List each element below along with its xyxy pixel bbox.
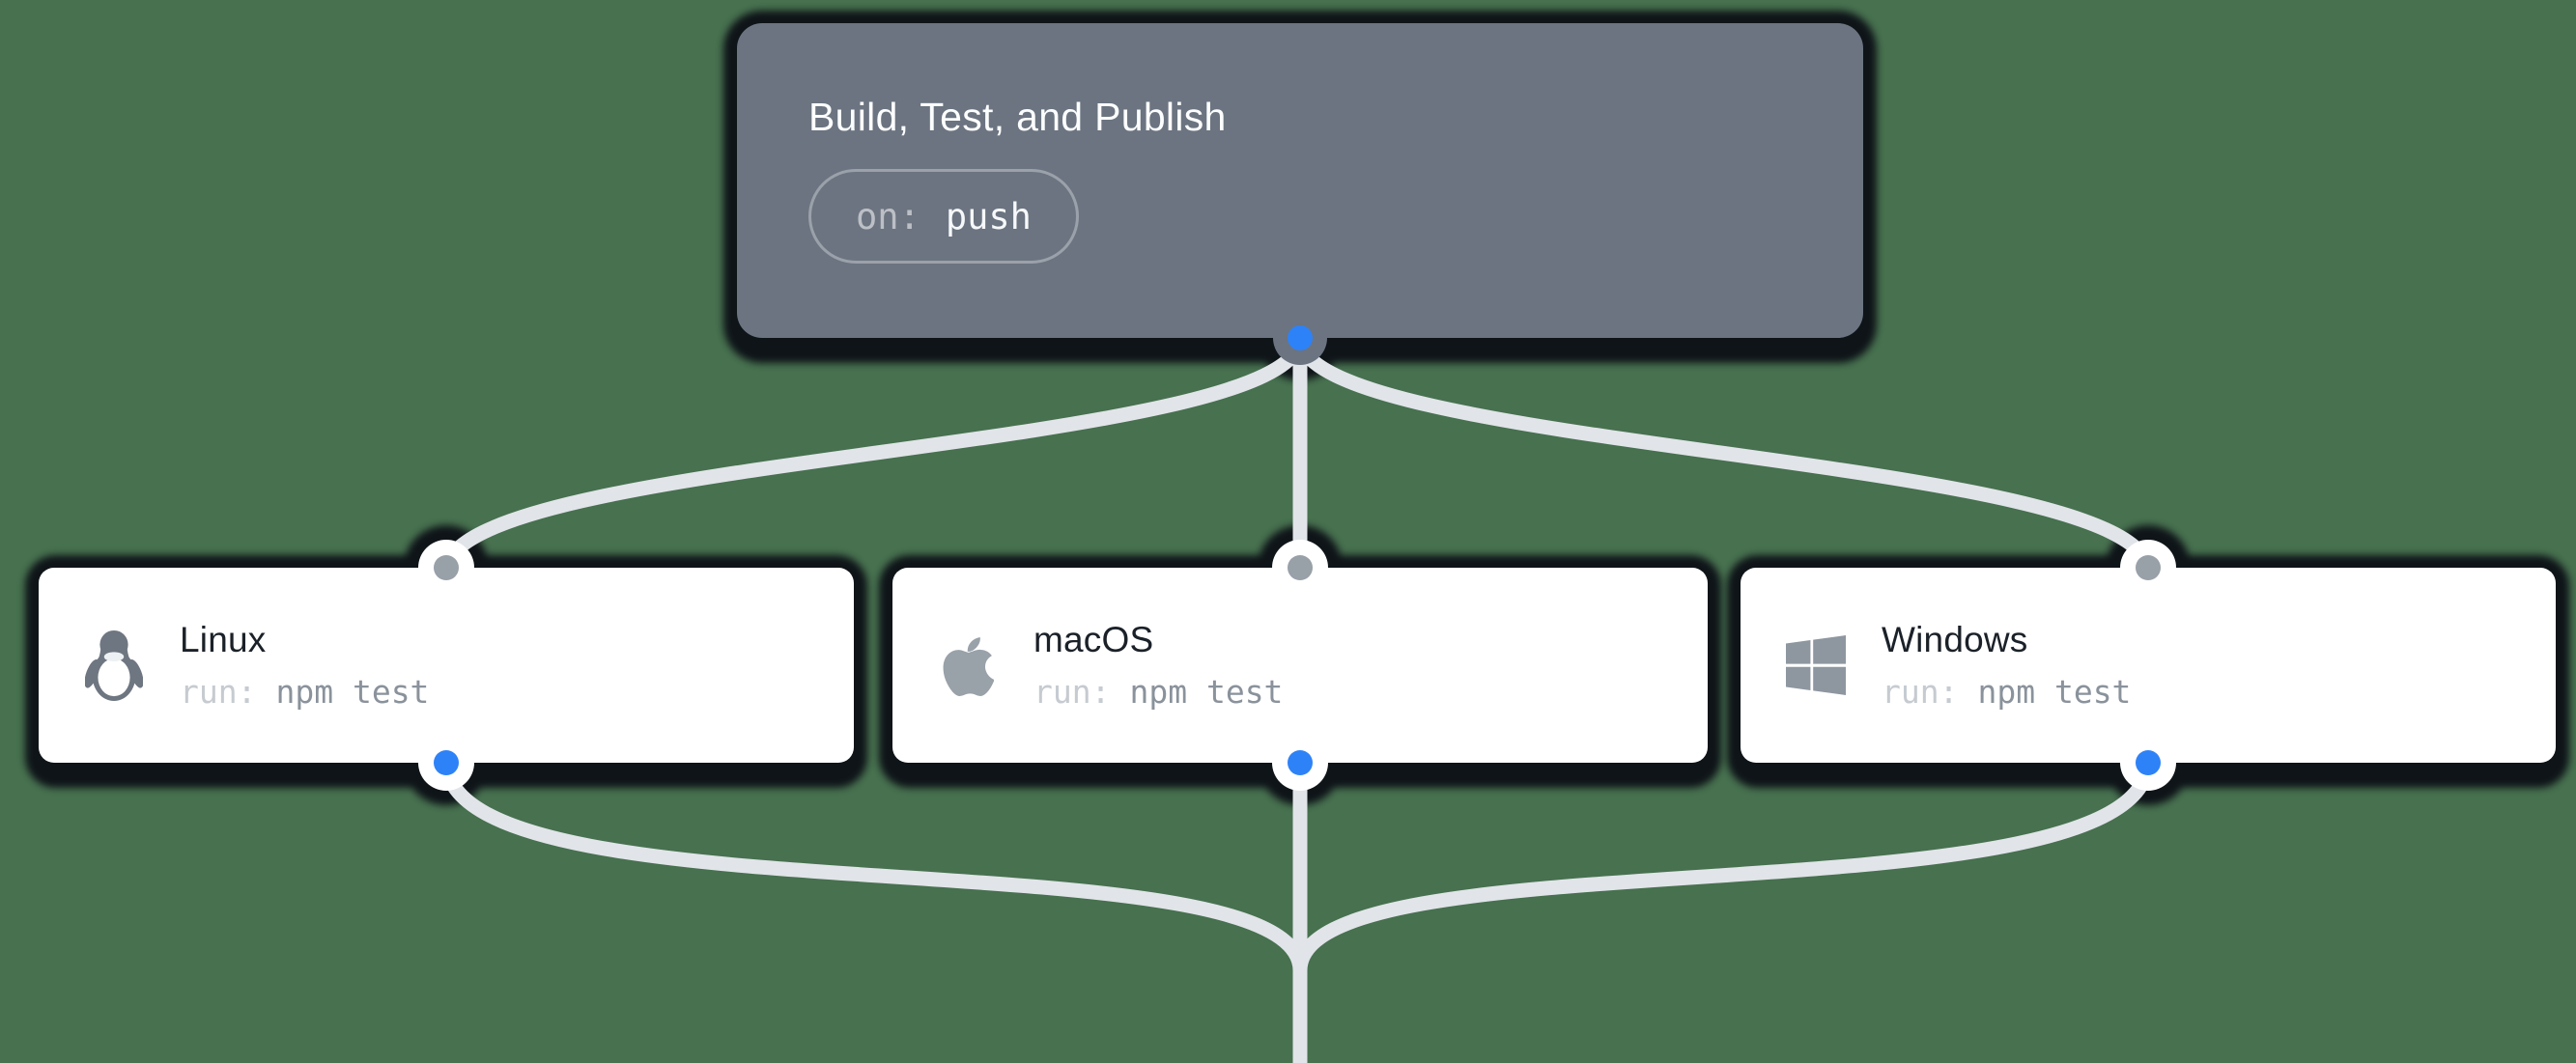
run-value: npm test: [275, 673, 430, 711]
job-run-command: run: npm test: [1033, 673, 1283, 711]
job-title: Linux: [180, 620, 267, 659]
edge-trigger-to-windows: [1292, 336, 2156, 573]
apple-icon: [937, 634, 999, 696]
output-port-dot: [1288, 750, 1313, 775]
badge-value: push: [945, 195, 1032, 238]
job-run-command: run: npm test: [180, 673, 429, 711]
edge-linux-to-next: [439, 760, 1308, 1063]
run-key: run:: [1882, 673, 1959, 711]
run-key: run:: [1033, 673, 1111, 711]
job-node-macos[interactable]: macOS run: npm test: [892, 540, 1708, 791]
job-node-linux[interactable]: Linux run: npm test: [39, 540, 854, 791]
trigger-node[interactable]: Build, Test, and Publish on: push: [737, 23, 1863, 365]
run-value: npm test: [1977, 673, 2132, 711]
run-value: npm test: [1129, 673, 1284, 711]
badge-key: on:: [856, 195, 920, 238]
trigger-event-badge: on: push: [808, 169, 1079, 265]
output-port-dot: [434, 750, 459, 775]
run-key: run:: [180, 673, 257, 711]
windows-icon: [1785, 635, 1847, 695]
tux-penguin-icon: [83, 629, 145, 702]
input-port-dot: [1288, 555, 1313, 580]
input-port-dot: [434, 555, 459, 580]
output-port-dot: [2136, 750, 2161, 775]
edge-windows-to-next: [1292, 760, 2156, 1063]
job-node-windows[interactable]: Windows run: npm test: [1741, 540, 2556, 791]
job-title: Windows: [1882, 620, 2028, 659]
input-port-dot: [2136, 555, 2161, 580]
job-run-command: run: npm test: [1882, 673, 2131, 711]
edge-trigger-to-linux: [439, 336, 1308, 573]
job-title: macOS: [1033, 620, 1154, 659]
trigger-title: Build, Test, and Publish: [808, 95, 1227, 139]
output-port-dot: [1288, 325, 1313, 350]
